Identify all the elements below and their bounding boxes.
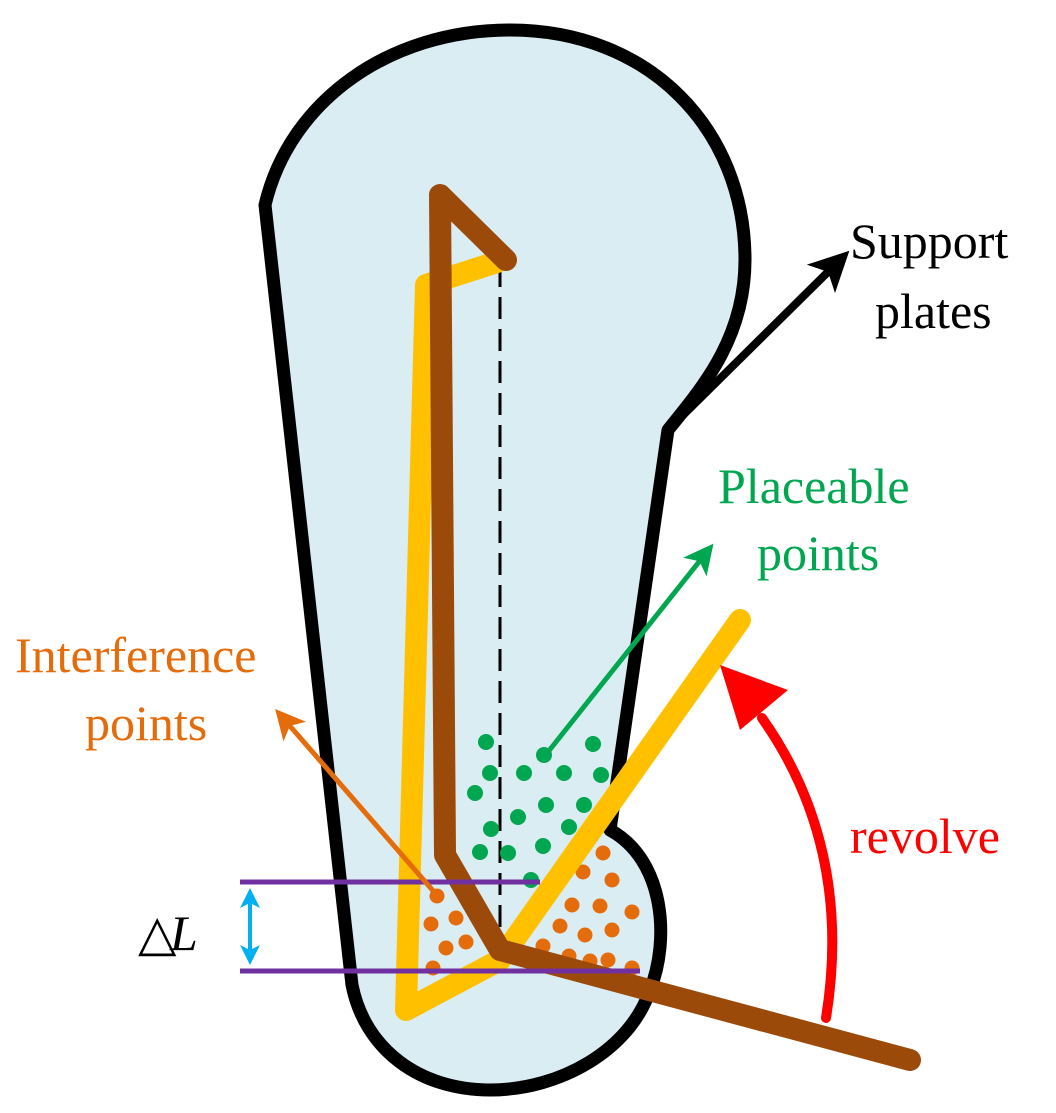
placeable-point [561, 819, 577, 835]
interference-point [575, 864, 591, 880]
brown-bar [429, 184, 921, 1071]
interference-points-label-line1: Interference [15, 627, 256, 683]
interference-point [564, 897, 580, 913]
support-plates-label-line1: Support [850, 213, 1008, 269]
placeable-point [500, 845, 516, 861]
revolve-arc [757, 713, 838, 1023]
interference-point [458, 934, 474, 950]
interference-point [604, 872, 620, 888]
interference-points-label-line2: points [85, 695, 207, 751]
interference-point [438, 940, 454, 956]
placeable-point [478, 734, 494, 750]
placeable-point [593, 767, 609, 783]
placeable-point [467, 785, 483, 801]
interference-point [624, 904, 640, 920]
placeable-point [516, 765, 532, 781]
delta-symbol: △ [138, 905, 177, 961]
interference-point [448, 910, 464, 926]
interference-point [604, 922, 620, 938]
interference-point [600, 952, 616, 968]
interference-point [592, 898, 608, 914]
placeable-point [482, 765, 498, 781]
placeable-point [535, 838, 551, 854]
support-plates-arrow [665, 250, 850, 433]
support-plates-label-line2: plates [875, 283, 992, 339]
placeable-point [538, 797, 554, 813]
interference-point [577, 927, 593, 943]
placeable-point [576, 797, 592, 813]
interference-point [423, 916, 439, 932]
placeable-points-arrow [546, 543, 714, 754]
placeable-point [483, 821, 499, 837]
placeable-points-label-line2: points [757, 525, 879, 581]
interference-point [595, 845, 611, 861]
placeable-points-label-line1: Placeable [718, 458, 910, 514]
placeable-point [510, 809, 526, 825]
placeable-point [585, 736, 601, 752]
delta-l-variable: L [169, 905, 198, 961]
placeable-point [556, 765, 572, 781]
placeable-point [472, 844, 488, 860]
support-plate-outline [258, 23, 752, 1097]
interference-point [552, 918, 568, 934]
revolve-arrowhead [720, 665, 788, 730]
interference-points-arrow [275, 708, 437, 895]
revolve-label: revolve [850, 808, 1000, 864]
